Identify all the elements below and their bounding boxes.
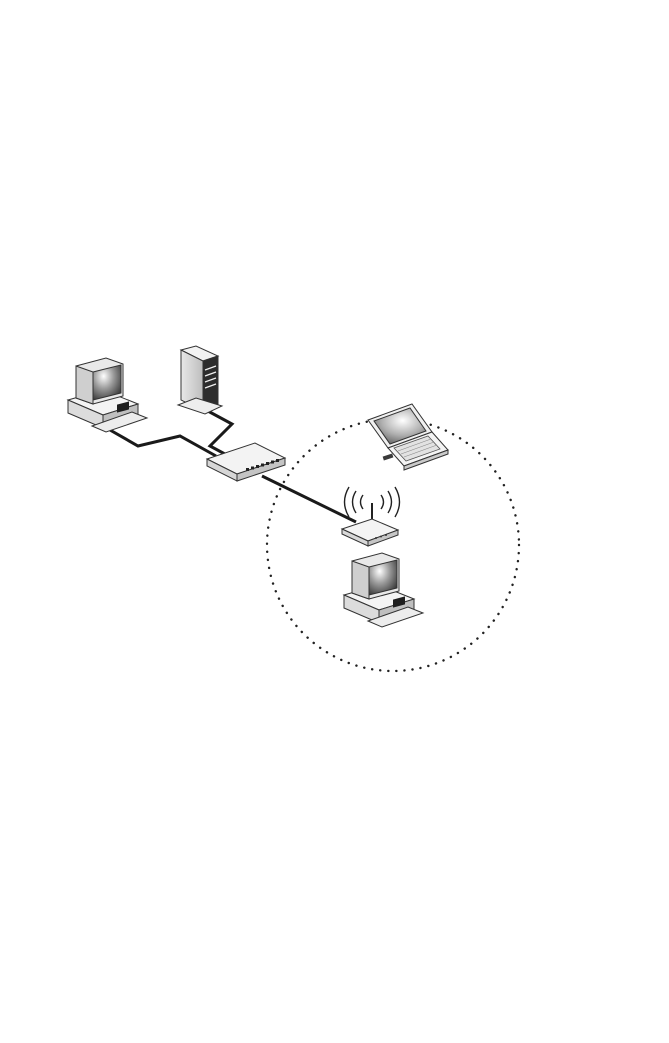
cable-switch-to-access-point	[262, 476, 356, 522]
cable-pc-to-switch	[110, 430, 216, 456]
tower-server-icon	[178, 346, 222, 414]
laptop-icon	[368, 404, 448, 470]
desktop-computer-icon	[68, 358, 147, 432]
desktop-computer-icon	[344, 553, 423, 627]
switch-icon	[207, 443, 285, 481]
